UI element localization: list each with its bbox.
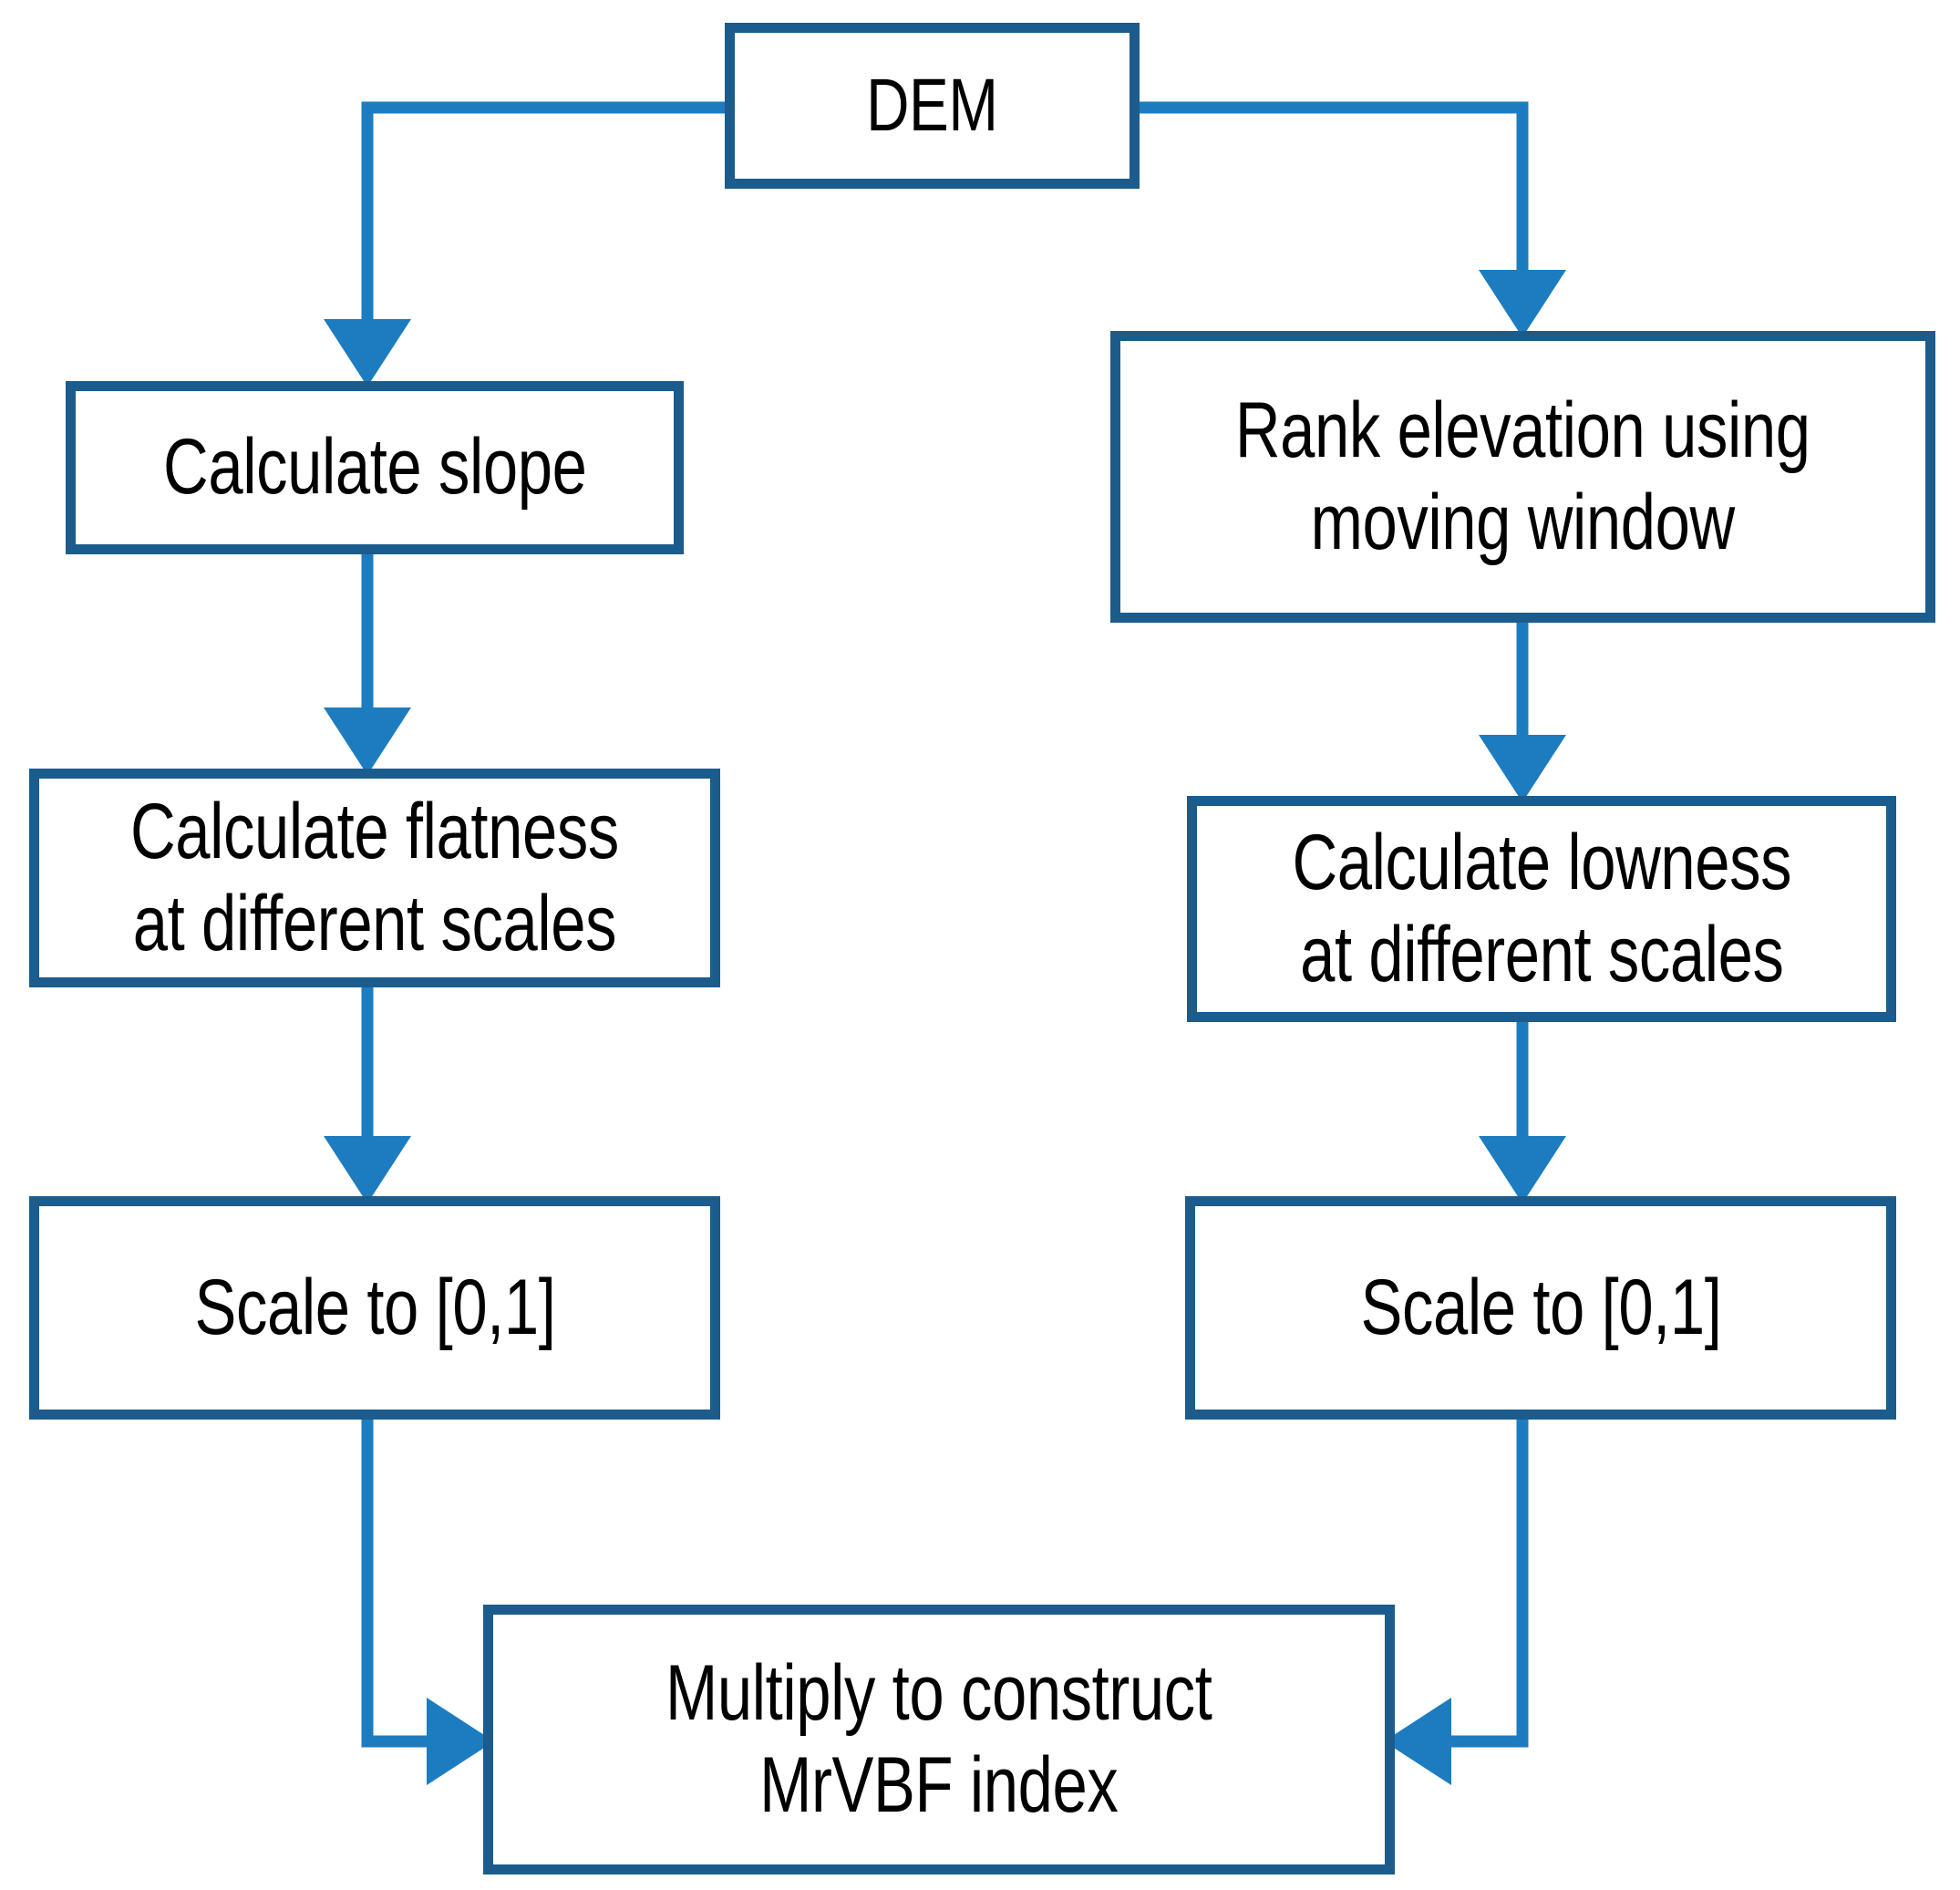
node-calculate-flatness-label: Calculate flatness at different scales — [130, 787, 619, 967]
node-dem[interactable]: DEM — [725, 23, 1140, 189]
node-calculate-lowness-label: Calculate lowness at different scales — [1292, 818, 1791, 998]
node-multiply-mrvbf[interactable]: Multiply to construct MrVBF index — [483, 1605, 1395, 1875]
node-calculate-slope[interactable]: Calculate slope — [66, 381, 684, 554]
edge-lowness-to-scale-right — [1479, 1017, 1566, 1203]
node-scale-right[interactable]: Scale to [0,1] — [1185, 1196, 1896, 1420]
edge-slope-to-flatness — [324, 550, 411, 775]
node-scale-left-label: Scale to [0,1] — [193, 1263, 555, 1351]
node-multiply-mrvbf-label: Multiply to construct MrVBF index — [665, 1648, 1212, 1829]
edge-dem-to-rank — [1140, 101, 1566, 337]
edge-rank-to-lowness — [1479, 618, 1566, 802]
node-calculate-flatness[interactable]: Calculate flatness at different scales — [29, 769, 720, 987]
edge-scale-left-to-multiply — [361, 1415, 494, 1785]
node-scale-right-label: Scale to [0,1] — [1359, 1263, 1721, 1351]
node-calculate-slope-label: Calculate slope — [162, 423, 587, 511]
node-scale-left[interactable]: Scale to [0,1] — [29, 1196, 720, 1420]
node-calculate-lowness[interactable]: Calculate lowness at different scales — [1187, 796, 1896, 1022]
node-rank-elevation[interactable]: Rank elevation using moving window — [1110, 331, 1935, 623]
node-rank-elevation-label: Rank elevation using moving window — [1235, 386, 1810, 566]
edge-dem-to-slope — [324, 101, 725, 387]
edge-flatness-to-scale-left — [324, 983, 411, 1203]
edge-scale-right-to-multiply — [1384, 1415, 1529, 1785]
node-dem-label: DEM — [866, 63, 998, 147]
